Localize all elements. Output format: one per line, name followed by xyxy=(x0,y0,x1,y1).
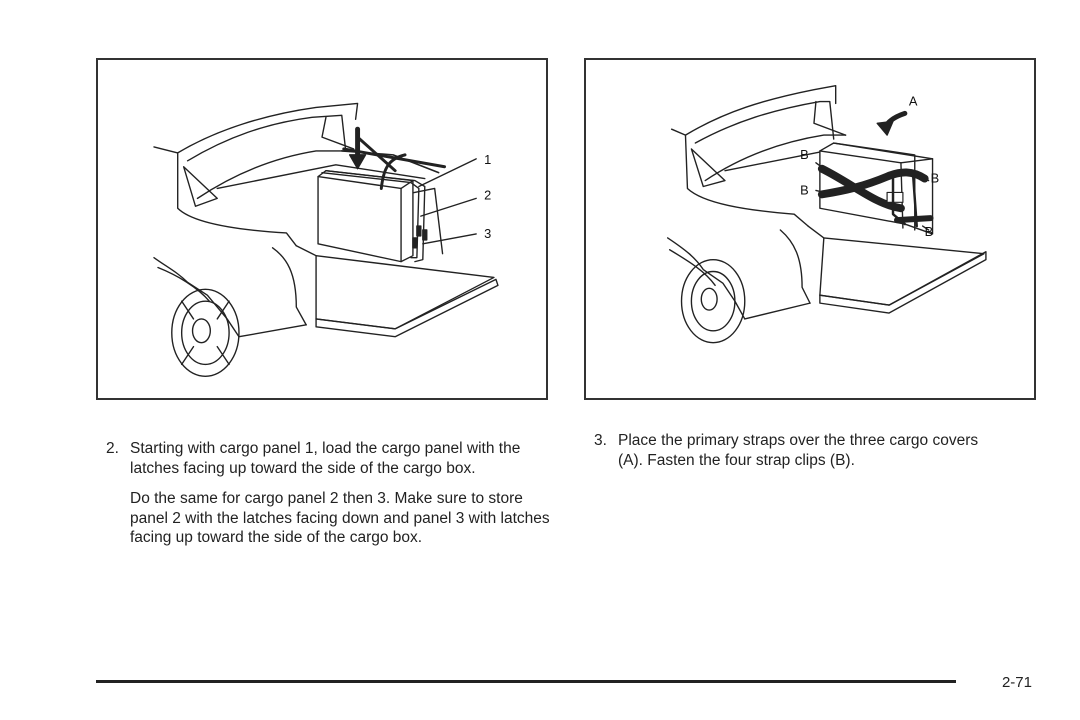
step-number: 2. xyxy=(106,440,119,457)
callout-a: A xyxy=(909,93,918,108)
illustration-strapped-cargo-covers: A B B B B xyxy=(584,58,1036,400)
callout-b-top-left: B xyxy=(800,147,809,162)
callout-3: 3 xyxy=(484,226,491,241)
callout-b-bottom-right: B xyxy=(925,224,934,239)
step-number: 3. xyxy=(594,432,607,449)
step-paragraph: Do the same for cargo panel 2 then 3. Ma… xyxy=(130,490,550,546)
callout-2: 2 xyxy=(484,187,491,202)
truck-bed-straps-drawing: A B B B B xyxy=(666,85,987,344)
step-2-instructions: 2. Starting with cargo panel 1, load the… xyxy=(106,439,556,559)
page-number: 2-71 xyxy=(1001,674,1032,691)
callout-b-top-right: B xyxy=(931,171,940,186)
step-3-instructions: 3. Place the primary straps over the thr… xyxy=(594,431,994,481)
step-paragraph: Place the primary straps over the three … xyxy=(618,432,979,469)
callout-b-bottom-left: B xyxy=(800,182,809,197)
callout-1: 1 xyxy=(484,152,491,167)
illustration-loading-cargo-panels: 1 2 3 xyxy=(96,58,548,400)
step-paragraph: Starting with cargo panel 1, load the ca… xyxy=(130,440,521,477)
footer-rule xyxy=(96,680,956,683)
truck-bed-panels-drawing: 1 2 3 xyxy=(153,102,499,377)
